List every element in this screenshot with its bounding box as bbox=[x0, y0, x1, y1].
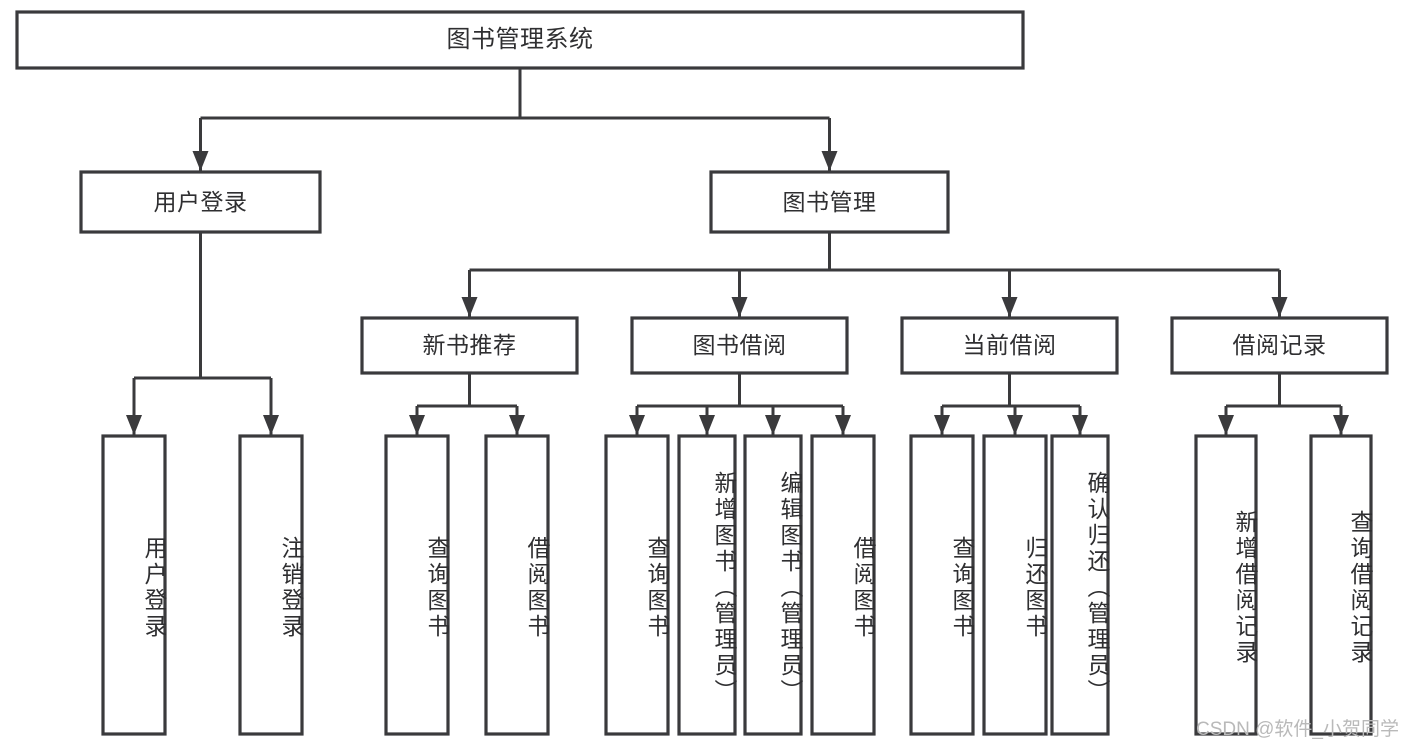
arrow-head-icon-leaf-query-book-2 bbox=[629, 415, 645, 435]
node-box-root bbox=[15, 10, 1025, 70]
arrow-head-icon-leaf-confirm-return bbox=[1072, 415, 1088, 435]
arrow-head-icon-leaf-user-logout bbox=[263, 415, 279, 435]
node-box-new-book-recommend bbox=[360, 316, 579, 375]
arrow-head-icon-leaf-borrow-book-2 bbox=[835, 415, 851, 435]
node-rect-layer bbox=[15, 10, 1389, 736]
node-box-leaf-borrow-book-2 bbox=[810, 434, 876, 736]
csdn-watermark: CSDN @软件_小贺同学 bbox=[1196, 719, 1399, 740]
arrow-head-icon-leaf-user-login bbox=[126, 415, 142, 435]
arrow-head-icon-leaf-borrow-book-1 bbox=[509, 415, 525, 435]
arrow-head-icon-new-book-recommend bbox=[461, 297, 478, 317]
node-box-leaf-edit-book bbox=[743, 434, 803, 736]
arrow-head-icon-leaf-query-book-3 bbox=[934, 415, 950, 435]
node-box-leaf-query-book-1 bbox=[384, 434, 450, 736]
node-box-current-borrow bbox=[900, 316, 1119, 375]
node-box-leaf-query-borrow-record bbox=[1309, 434, 1373, 736]
node-box-leaf-query-book-3 bbox=[909, 434, 975, 736]
arrow-head-icon-leaf-query-borrow-record bbox=[1333, 415, 1349, 435]
arrow-head-icon-book-borrow bbox=[731, 297, 748, 317]
arrow-head-icon-leaf-add-borrow-record bbox=[1218, 415, 1234, 435]
node-box-leaf-user-logout bbox=[238, 434, 304, 736]
connector-layer bbox=[126, 68, 1349, 435]
arrow-head-icon-borrow-record bbox=[1271, 297, 1288, 317]
node-box-leaf-borrow-book-1 bbox=[484, 434, 550, 736]
node-box-leaf-confirm-return bbox=[1050, 434, 1110, 736]
arrow-head-icon-user-login bbox=[192, 151, 209, 171]
node-box-borrow-record bbox=[1170, 316, 1389, 375]
arrow-head-icon-leaf-add-book bbox=[699, 415, 715, 435]
node-box-leaf-query-book-2 bbox=[604, 434, 670, 736]
node-box-leaf-user-login bbox=[101, 434, 167, 736]
arrow-head-icon-leaf-return-book bbox=[1007, 415, 1023, 435]
node-box-leaf-add-borrow-record bbox=[1194, 434, 1258, 736]
arrow-head-icon-leaf-edit-book bbox=[765, 415, 781, 435]
node-box-book-borrow bbox=[630, 316, 849, 375]
node-box-leaf-add-book bbox=[677, 434, 737, 736]
arrow-head-icon-current-borrow bbox=[1001, 297, 1018, 317]
arrow-head-icon-leaf-query-book-1 bbox=[409, 415, 425, 435]
node-box-leaf-return-book bbox=[982, 434, 1048, 736]
node-box-book-manage bbox=[709, 170, 950, 234]
node-box-user-login bbox=[79, 170, 322, 234]
arrow-head-icon-book-manage bbox=[821, 151, 838, 171]
